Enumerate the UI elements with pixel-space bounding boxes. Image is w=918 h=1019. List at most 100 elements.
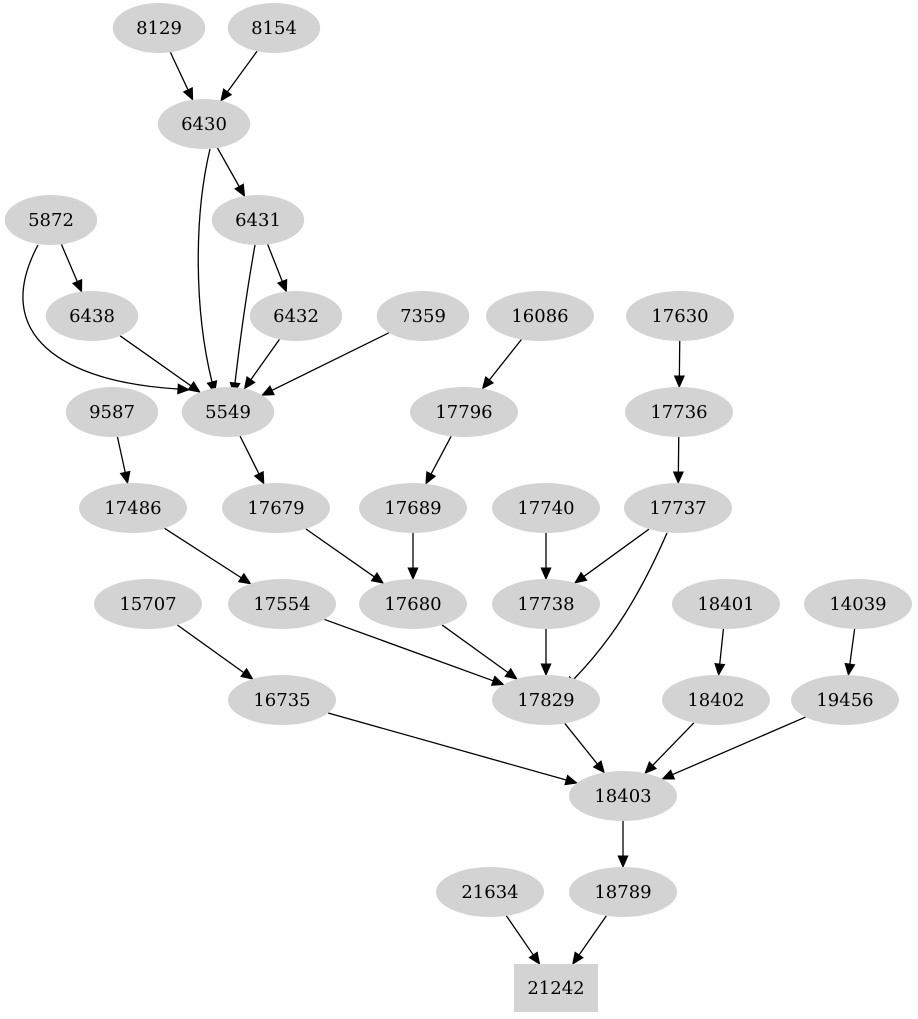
edge-5872-to-5549 <box>22 244 191 395</box>
node-7359[interactable]: 7359 <box>376 291 470 341</box>
node-14039-shape <box>804 579 912 629</box>
node-16735[interactable]: 16735 <box>228 675 336 725</box>
node-17740[interactable]: 17740 <box>492 483 600 533</box>
node-18401[interactable]: 18401 <box>672 579 780 629</box>
edge-17736-to-17737-arrowhead <box>672 471 684 485</box>
edge-16086-to-17796-line <box>488 339 522 381</box>
edge-15707-to-16735 <box>176 624 254 680</box>
node-5549[interactable]: 5549 <box>181 387 275 437</box>
node-17680-shape <box>359 579 467 629</box>
node-16735-shape <box>228 675 336 725</box>
node-6432[interactable]: 6432 <box>249 291 343 341</box>
edge-18789-to-21242-line <box>578 915 607 956</box>
node-17796[interactable]: 17796 <box>410 387 518 437</box>
node-19456-shape <box>791 675 899 725</box>
edge-17679-to-17680 <box>305 528 385 584</box>
node-18402[interactable]: 18402 <box>662 675 770 725</box>
edge-17679-to-17680-line <box>305 528 375 578</box>
node-17630-label: 17630 <box>651 306 708 327</box>
edge-8154-to-6430-arrowhead <box>220 88 233 102</box>
edge-6438-to-5549-line <box>119 335 192 387</box>
edge-17736-to-17737 <box>672 436 684 485</box>
edge-17829-to-18403-arrowhead <box>592 760 605 774</box>
node-17554-shape <box>228 579 336 629</box>
edge-15707-to-16735-arrowhead <box>240 667 254 680</box>
edge-5872-to-6438 <box>60 244 83 293</box>
node-17740-label: 17740 <box>517 498 574 519</box>
edge-18403-to-18789 <box>617 821 629 869</box>
edge-17740-to-17738 <box>540 533 552 581</box>
node-6431-shape <box>211 195 305 245</box>
node-21634[interactable]: 21634 <box>436 867 544 917</box>
edge-17829-to-18403 <box>564 723 605 774</box>
node-17738[interactable]: 17738 <box>492 579 600 629</box>
node-17737[interactable]: 17737 <box>624 483 732 533</box>
edge-5872-to-5549-line <box>22 244 179 390</box>
edge-6431-to-5549-line <box>234 244 256 384</box>
node-18403[interactable]: 18403 <box>569 771 677 821</box>
node-8154-shape <box>227 3 321 53</box>
node-9587[interactable]: 9587 <box>65 387 159 437</box>
edge-6430-to-6431 <box>216 147 246 198</box>
edge-5872-to-6438-line <box>60 244 78 282</box>
node-17689[interactable]: 17689 <box>359 483 467 533</box>
edge-6430-to-6431-arrowhead <box>234 183 246 198</box>
edge-8154-to-6430-line <box>226 50 258 93</box>
edge-17630-to-17736-arrowhead <box>673 375 685 389</box>
node-15707[interactable]: 15707 <box>94 579 202 629</box>
edge-6432-to-5549-arrowhead <box>243 376 256 390</box>
edge-15707-to-16735-line <box>176 624 245 674</box>
node-17554-label: 17554 <box>253 594 310 615</box>
node-21634-label: 21634 <box>461 882 518 903</box>
node-17554[interactable]: 17554 <box>228 579 336 629</box>
node-17486[interactable]: 17486 <box>79 483 187 533</box>
edge-8154-to-6430 <box>220 50 258 102</box>
node-17630[interactable]: 17630 <box>626 291 734 341</box>
node-17737-label: 17737 <box>649 498 706 519</box>
edge-17554-to-17829 <box>324 618 505 686</box>
node-15707-label: 15707 <box>119 594 176 615</box>
edge-5549-to-17679 <box>239 435 265 485</box>
edge-14039-to-19456 <box>844 628 856 677</box>
edge-21634-to-21242 <box>505 915 541 966</box>
node-5872-label: 5872 <box>28 210 74 231</box>
node-14039[interactable]: 14039 <box>804 579 912 629</box>
node-6430-shape <box>157 99 251 149</box>
node-6430[interactable]: 6430 <box>157 99 251 149</box>
edge-5549-to-17679-line <box>239 435 260 475</box>
node-7359-label: 7359 <box>400 306 446 327</box>
node-8154[interactable]: 8154 <box>227 3 321 53</box>
edge-17680-to-17829-arrowhead <box>504 667 518 680</box>
node-17738-shape <box>492 579 600 629</box>
node-8129[interactable]: 8129 <box>112 3 206 53</box>
edge-16086-to-17796-arrowhead <box>481 376 495 390</box>
node-17736-shape <box>625 387 733 437</box>
node-6431-label: 6431 <box>235 210 281 231</box>
edge-17740-to-17738-arrowhead <box>540 567 552 581</box>
node-18402-shape <box>662 675 770 725</box>
node-6431[interactable]: 6431 <box>211 195 305 245</box>
node-17829[interactable]: 17829 <box>492 675 600 725</box>
edge-5872-to-6438-arrowhead <box>71 278 83 293</box>
node-18789[interactable]: 18789 <box>569 867 677 917</box>
node-16086[interactable]: 16086 <box>486 291 594 341</box>
node-17689-label: 17689 <box>384 498 441 519</box>
node-15707-shape <box>94 579 202 629</box>
node-5549-shape <box>181 387 275 437</box>
node-5872[interactable]: 5872 <box>4 195 98 245</box>
node-17738-label: 17738 <box>517 594 574 615</box>
node-18401-shape <box>672 579 780 629</box>
edge-18401-to-18402-line <box>719 628 725 665</box>
node-8129-shape <box>112 3 206 53</box>
node-17679[interactable]: 17679 <box>222 483 330 533</box>
edge-6430-to-6431-line <box>216 147 240 187</box>
node-16735-label: 16735 <box>253 690 310 711</box>
node-6438[interactable]: 6438 <box>45 291 139 341</box>
node-17740-shape <box>492 483 600 533</box>
node-17680[interactable]: 17680 <box>359 579 467 629</box>
node-19456[interactable]: 19456 <box>791 675 899 725</box>
node-17736[interactable]: 17736 <box>625 387 733 437</box>
node-21242[interactable]: 21242 <box>514 964 598 1012</box>
edge-6432-to-5549-line <box>250 338 280 381</box>
